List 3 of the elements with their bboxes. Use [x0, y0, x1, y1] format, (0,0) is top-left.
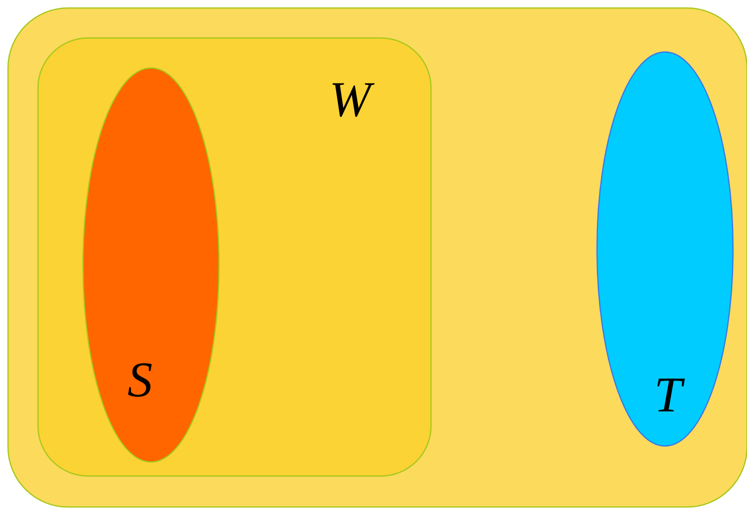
set-label: W: [332, 83, 375, 117]
set-label: S: [128, 363, 152, 397]
set-label: T: [657, 378, 685, 412]
